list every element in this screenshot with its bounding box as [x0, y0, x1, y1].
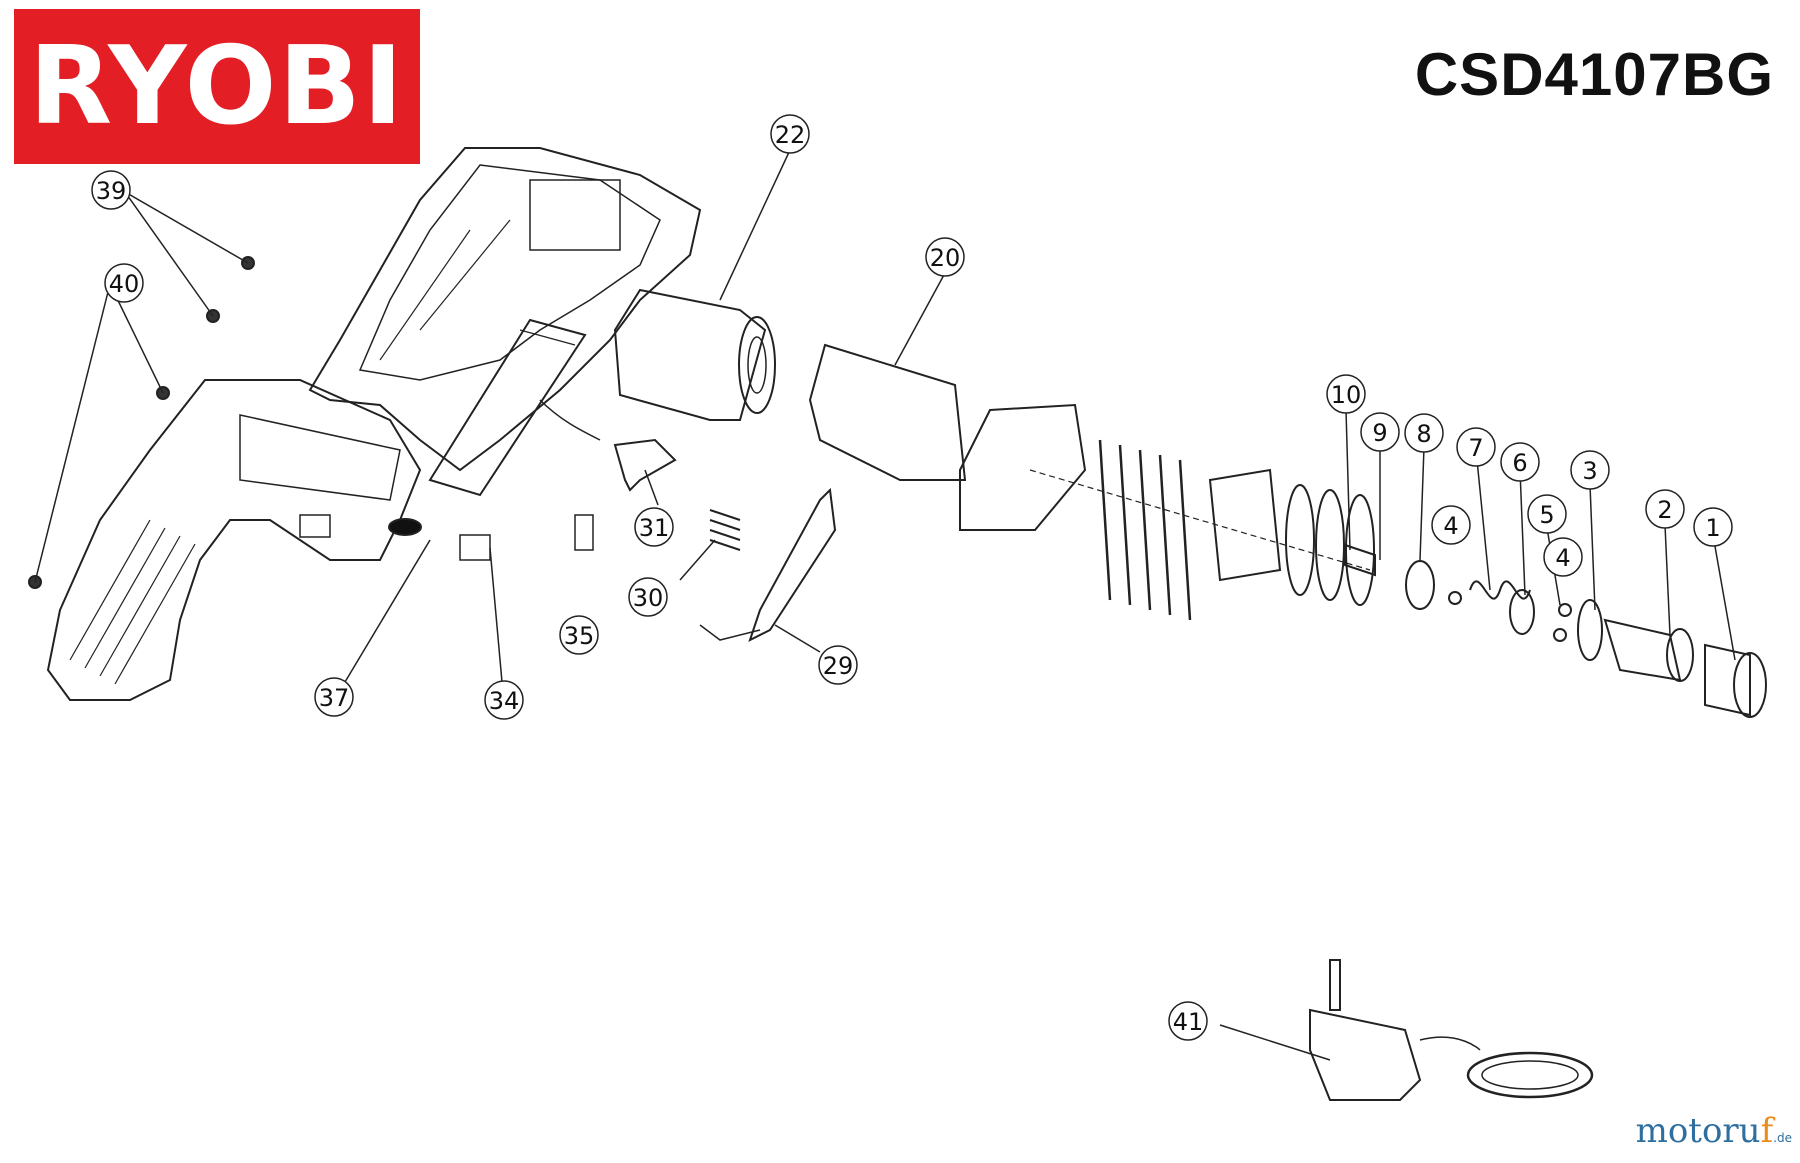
callout-label: 41 [1173, 1008, 1204, 1036]
callout-29: 29 [818, 645, 858, 685]
callout-9: 9 [1360, 412, 1400, 452]
callouts: 1 2 3 4 4 5 6 7 8 9 10 20 22 29 30 31 34… [91, 114, 1733, 1041]
callout-7: 7 [1456, 427, 1496, 467]
callout-6: 6 [1500, 442, 1540, 482]
callout-label: 37 [319, 684, 350, 712]
leader-lines [34, 149, 1736, 1061]
watermark-accent: f [1760, 1111, 1774, 1151]
spindle-parts [1029, 469, 1603, 661]
callout-20: 20 [925, 237, 965, 277]
chuck-sleeve [1704, 643, 1767, 718]
callout-label: 10 [1331, 381, 1362, 409]
callout-label: 20 [930, 244, 961, 272]
callout-30: 30 [628, 577, 668, 617]
front-collar [1603, 618, 1694, 682]
callout-label: 4 [1555, 544, 1570, 572]
callout-label: 34 [489, 687, 520, 715]
callout-label: 3 [1582, 457, 1597, 485]
charger [1309, 959, 1594, 1101]
callout-label: 5 [1539, 501, 1554, 529]
clutch-assembly [1098, 439, 1375, 621]
watermark: motoruf.de [1636, 1111, 1792, 1151]
callout-4b: 4 [1543, 537, 1583, 577]
callout-label: 4 [1443, 512, 1458, 540]
callout-label: 1 [1705, 514, 1720, 542]
screws [28, 256, 255, 589]
callout-22: 22 [770, 114, 810, 154]
callout-4a: 4 [1431, 505, 1471, 545]
handle-grip [46, 379, 422, 701]
battery-pack [428, 318, 601, 497]
callout-label: 9 [1372, 419, 1387, 447]
callout-1: 1 [1693, 507, 1733, 547]
ryobi-logo: RYOBI [14, 9, 420, 164]
callout-label: 35 [564, 622, 595, 650]
callout-31: 31 [634, 507, 674, 547]
callout-8: 8 [1404, 413, 1444, 453]
callout-10: 10 [1326, 374, 1366, 414]
callout-35: 35 [559, 615, 599, 655]
housing-shell [308, 147, 702, 472]
callout-label: 29 [823, 652, 854, 680]
callout-label: 22 [775, 121, 806, 149]
watermark-name: motoru [1635, 1111, 1761, 1151]
motor [613, 288, 776, 421]
logo-text: RYOBI [29, 23, 405, 149]
model-number: CSD4107BG [1414, 41, 1774, 108]
watermark-suffix: .de [1773, 1131, 1792, 1145]
callout-41: 41 [1168, 1001, 1208, 1041]
switch-trigger-parts [459, 438, 837, 642]
callout-34: 34 [484, 680, 524, 720]
callout-2: 2 [1645, 489, 1685, 529]
callout-label: 31 [639, 514, 670, 542]
callout-3: 3 [1570, 450, 1610, 490]
callout-5: 5 [1527, 494, 1567, 534]
callout-40: 40 [104, 263, 144, 303]
callout-label: 6 [1512, 449, 1527, 477]
callout-label: 2 [1657, 496, 1672, 524]
callout-label: 30 [633, 584, 664, 612]
callout-39: 39 [91, 170, 131, 210]
callout-label: 7 [1468, 434, 1483, 462]
callout-label: 8 [1416, 420, 1431, 448]
gearbox [808, 343, 1087, 531]
callout-label: 40 [109, 270, 140, 298]
callout-37: 37 [314, 677, 354, 717]
callout-label: 39 [96, 177, 127, 205]
